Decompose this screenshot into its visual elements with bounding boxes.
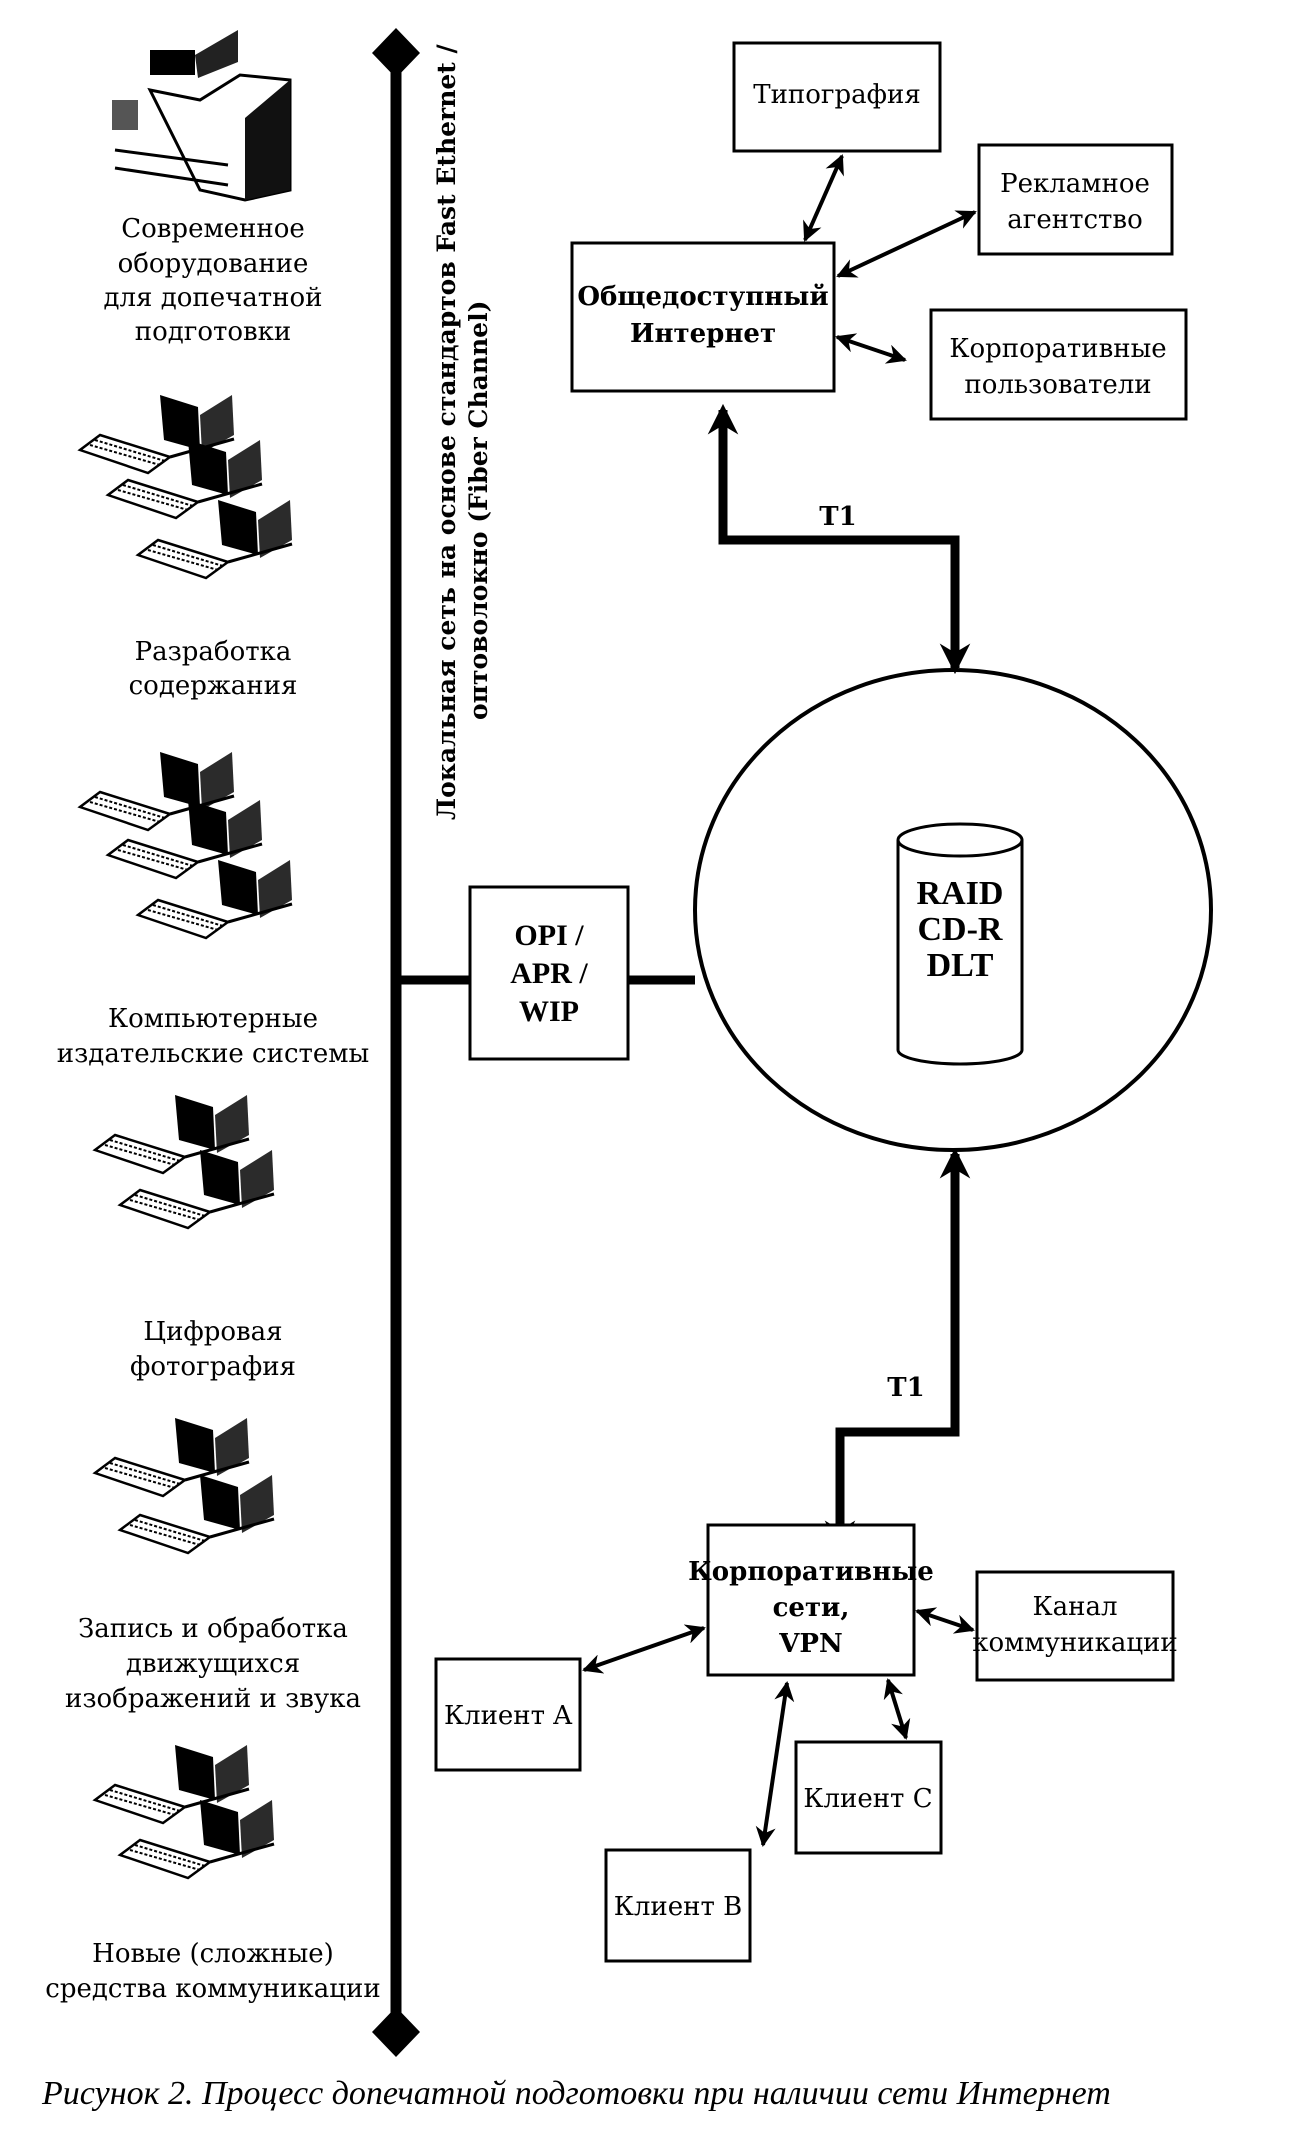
workstation-desktop-publishing: Компьютерные издательские системы [57, 750, 369, 1069]
workstation-label-line: содержания [129, 671, 298, 701]
corporate-hub-label-line: сети, [773, 1593, 850, 1623]
workstation-label-line: Запись и обработка [78, 1614, 348, 1644]
bus-end-diamond-bottom-icon [372, 2007, 420, 2057]
workstation-new-communications: Новые (сложные) средства коммуникации [45, 1743, 381, 2004]
t1-connector-bottom [824, 1147, 971, 1552]
public-internet-box: Общедоступный Интернет [570, 241, 836, 393]
corporate-hub-label-line: VPN [778, 1629, 843, 1659]
workstation-label-line: средства коммуникации [45, 1974, 380, 2004]
gateway-label-line: WIP [519, 995, 579, 1028]
gateway-label-line: OPI / [514, 919, 584, 952]
computers-icon [78, 393, 294, 580]
link-vpn-client-c [883, 1678, 911, 1740]
workstation-video-audio: Запись и обработка движущихся изображени… [65, 1416, 361, 1714]
node-label-line: Канал [1033, 1592, 1118, 1622]
workstation-prepress-equipment: Современное оборудование для допечатной … [104, 30, 323, 347]
corporate-cluster: Корпоративные сети, VPN Канал коммуникац… [434, 1523, 1178, 1963]
internet-hub-label-line: Общедоступный [577, 282, 828, 312]
typography-box: Типография [732, 41, 942, 153]
client-a-box: Клиент A [434, 1657, 582, 1772]
storage-label-line: DLT [927, 947, 994, 984]
computers-icon [93, 1416, 276, 1555]
client-b-box: Клиент B [604, 1848, 752, 1963]
bus-end-diamond-top-icon [372, 28, 420, 78]
t1-label-bottom: T1 [887, 1373, 924, 1403]
computers-icon [93, 1743, 276, 1880]
corporate-vpn-box: Корпоративные сети, VPN [688, 1523, 934, 1677]
internet-hub-label-line: Интернет [630, 319, 776, 349]
node-label-line: Клиент A [444, 1701, 573, 1731]
corporate-users-box: Корпоративные пользователи [929, 308, 1188, 421]
link-vpn-client-a [582, 1624, 706, 1674]
node-label-line: Клиент C [803, 1784, 932, 1814]
workstation-label-line: Цифровая [143, 1317, 282, 1347]
workstation-label-line: Современное [121, 214, 305, 244]
corporate-hub-label-line: Корпоративные [688, 1557, 934, 1587]
gateway-opi-apr-wip: OPI / APR / WIP [468, 885, 630, 1061]
workstation-label-line: Новые (сложные) [92, 1939, 334, 1969]
node-label-line: Корпоративные [949, 334, 1166, 364]
ad-agency-box: Рекламное агентство [977, 143, 1174, 256]
node-label-line: Рекламное [1000, 169, 1150, 199]
node-label-line: коммуникации [972, 1628, 1177, 1658]
link-internet-corporate-users [835, 333, 907, 364]
comm-channel-box: Канал коммуникации [972, 1570, 1178, 1682]
workstation-label-line: подготовки [135, 317, 292, 347]
internet-cluster: Общедоступный Интернет Типография Реклам… [570, 41, 1188, 421]
t1-connector-top [707, 403, 971, 675]
storage-label-line: RAID [917, 875, 1004, 912]
lan-backbone: Локальная сеть на основе стандартов Fast… [372, 28, 493, 2057]
workstation-label-line: оборудование [118, 249, 309, 279]
workstation-label-line: Разработка [135, 637, 292, 667]
node-label-line: агентство [1007, 205, 1142, 235]
client-c-box: Клиент C [794, 1740, 943, 1855]
database-cylinder-icon [896, 822, 1024, 1066]
computers-icon [93, 1093, 276, 1230]
storage-label-line: CD-R [918, 911, 1003, 948]
printer-icon [112, 30, 292, 202]
node-label-line: Клиент B [614, 1892, 742, 1922]
workstation-label-line: издательские системы [57, 1039, 369, 1069]
figure-caption: Рисунок 2. Процесс допечатной подготовки… [42, 2075, 1111, 2112]
t1-link-corporate: T1 [824, 1147, 971, 1552]
gateway-label-line: APR / [510, 957, 588, 990]
lan-bus-label-line2: оптоволокно (Fiber Channel) [464, 301, 493, 720]
link-internet-typography [803, 154, 844, 242]
central-storage-zone: RAID CD-R DLT [693, 668, 1213, 1152]
workstation-digital-photo: Цифровая фотография [93, 1093, 296, 1382]
computers-icon [78, 750, 294, 940]
workstation-content-development: Разработка содержания [78, 393, 298, 701]
lan-bus-label-line1: Локальная сеть на основе стандартов Fast… [432, 43, 461, 820]
workstation-label-line: фотография [130, 1352, 296, 1382]
t1-label-top: T1 [819, 502, 856, 532]
workstation-label-line: Компьютерные [108, 1004, 318, 1034]
link-vpn-client-b [755, 1681, 795, 1847]
workstation-label-line: движущихся [126, 1649, 300, 1679]
node-label-line: пользователи [964, 370, 1151, 400]
t1-link-internet: T1 [707, 403, 971, 675]
node-label-line: Типография [753, 80, 921, 110]
workstation-label-line: изображений и звука [65, 1684, 361, 1714]
workstation-label-line: для допечатной [104, 283, 323, 313]
link-internet-ad-agency [836, 210, 977, 278]
link-vpn-comm-channel [915, 1607, 975, 1634]
